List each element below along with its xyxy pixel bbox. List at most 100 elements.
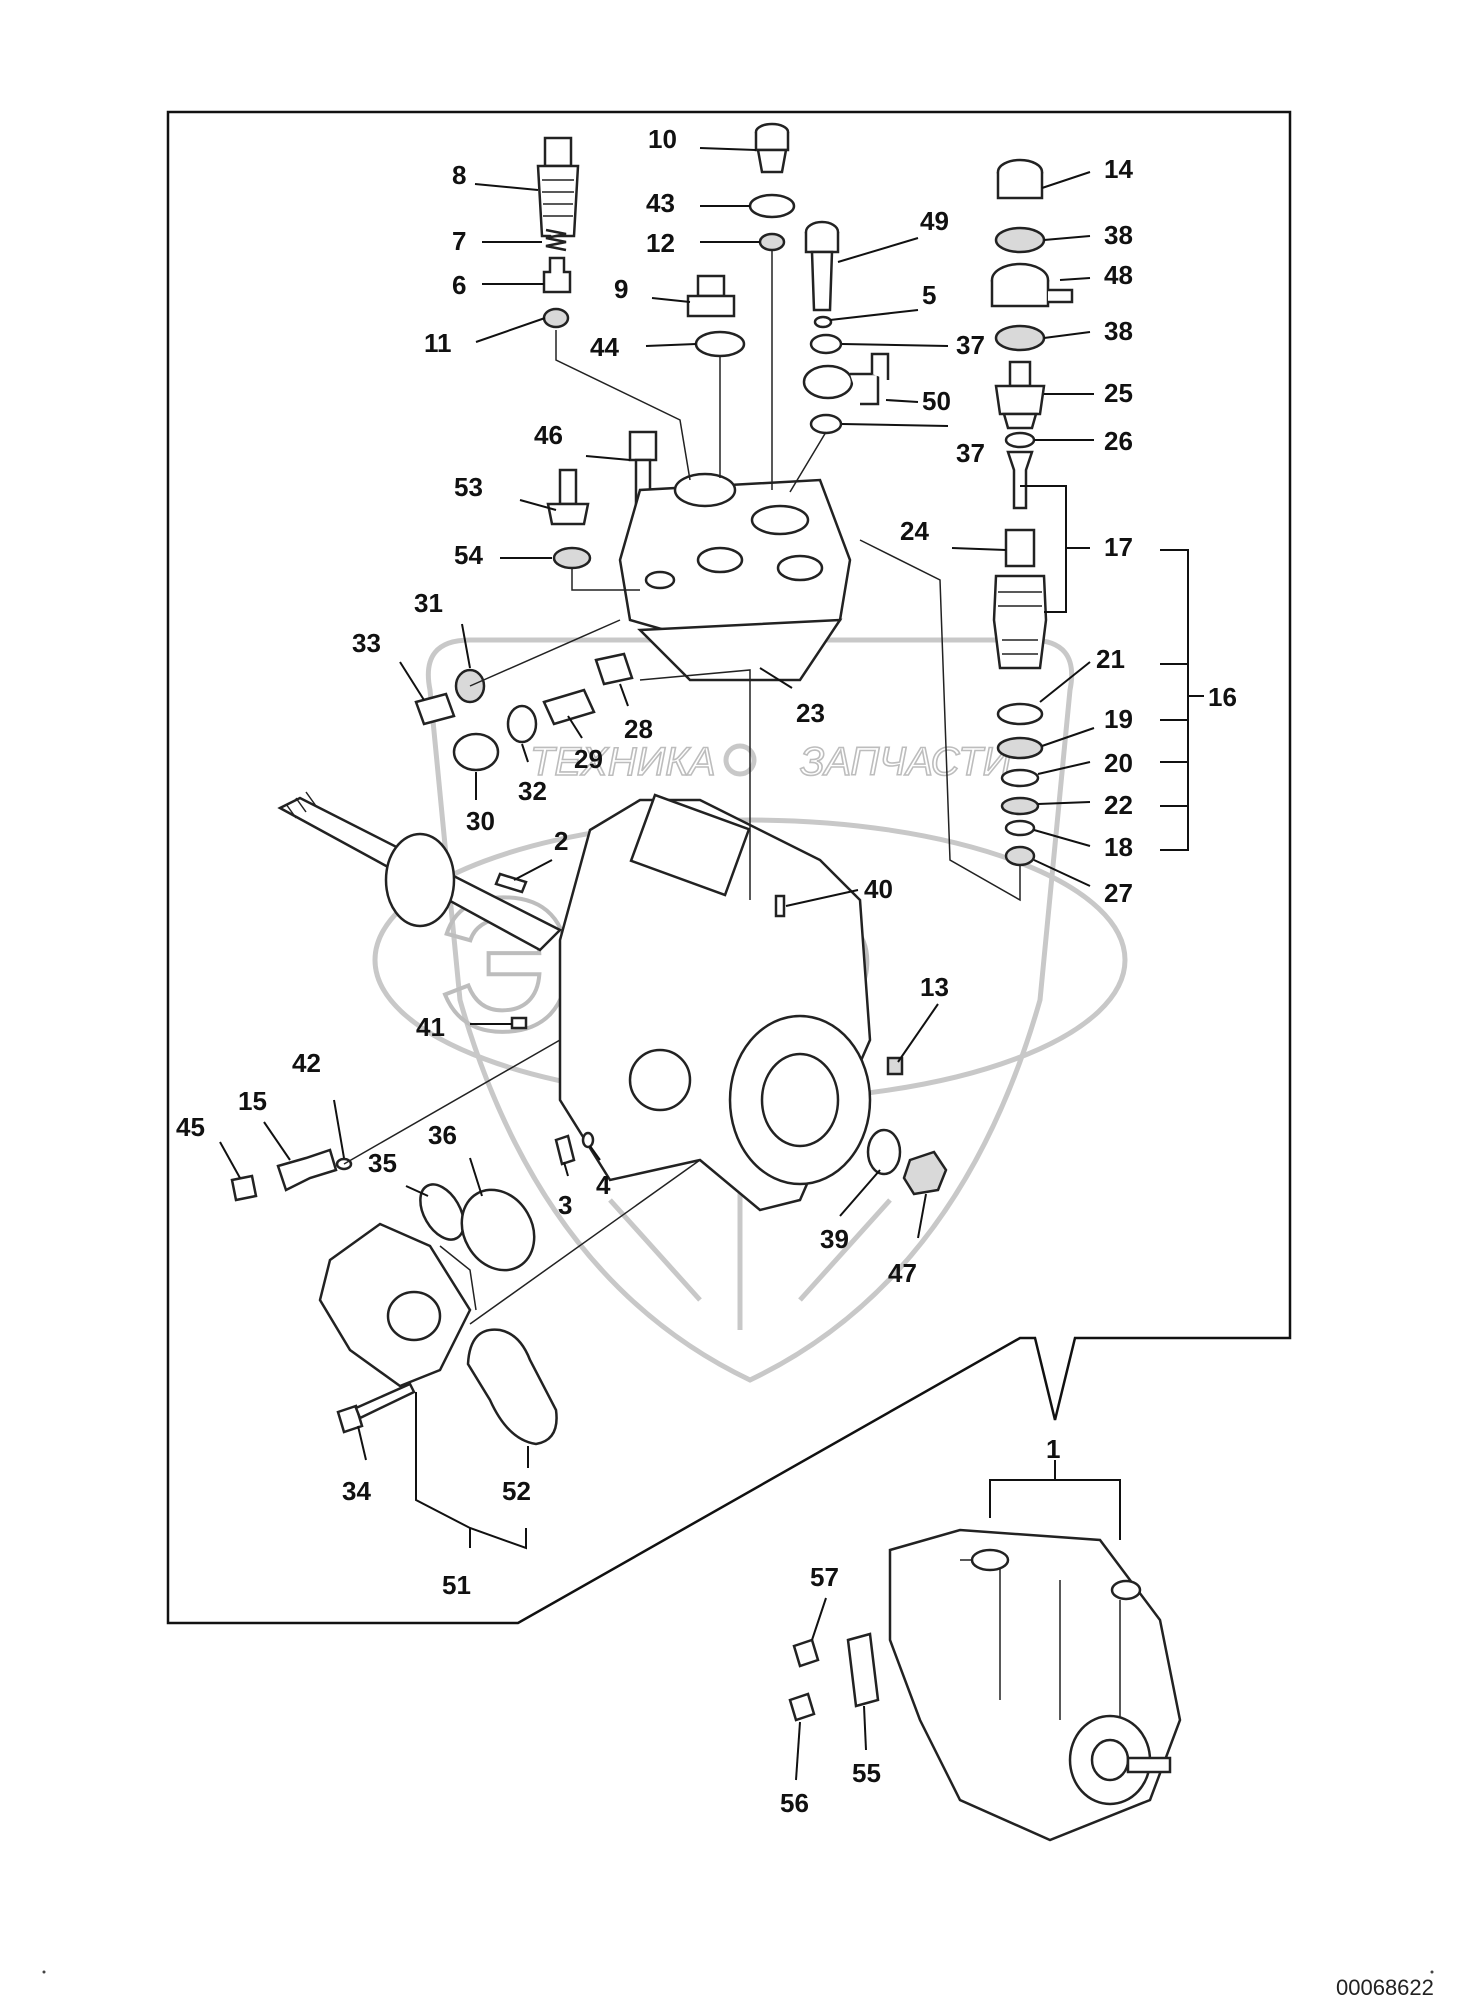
part-38-washer-upper <box>994 226 1046 254</box>
callout-21: 21 <box>1096 644 1125 674</box>
part-17-valve <box>1006 450 1034 510</box>
part-34-bolt <box>336 1382 416 1434</box>
callout-34: 34 <box>342 1476 371 1506</box>
callout-41: 41 <box>416 1012 445 1042</box>
part-14-cap <box>996 158 1044 200</box>
part-43-o-ring <box>748 193 796 219</box>
callout-26: 26 <box>1104 426 1133 456</box>
callout-33: 33 <box>352 628 381 658</box>
callout-30: 30 <box>466 806 495 836</box>
part-30-cap <box>452 732 500 772</box>
watermark-text-left: ТЕХНИКА <box>530 740 716 784</box>
part-28-sleeve <box>594 652 634 686</box>
callout-36: 36 <box>428 1120 457 1150</box>
watermark-wheat-icon <box>608 1180 892 1330</box>
callout-45: 45 <box>176 1112 205 1142</box>
part-4-ring <box>581 1131 595 1149</box>
upper-cover-housing <box>618 472 852 642</box>
part-3-screw <box>554 1134 576 1166</box>
callout-55: 55 <box>852 1758 881 1788</box>
part-55-bracket <box>846 1632 880 1708</box>
part-23-gasket <box>637 618 843 682</box>
part-44-o-ring <box>694 330 746 358</box>
callout-6: 6 <box>452 270 466 300</box>
part-53-inlet-fitting <box>546 468 590 526</box>
assembled-pump <box>888 1528 1182 1842</box>
callout-3: 3 <box>558 1190 572 1220</box>
callout-56: 56 <box>780 1788 809 1818</box>
part-35-gasket <box>419 1183 465 1241</box>
callout-40: 40 <box>864 874 893 904</box>
part-6-valve <box>542 256 572 294</box>
callout-28: 28 <box>624 714 653 744</box>
corner-mark-left <box>42 1970 46 1974</box>
exploded-view-frame <box>166 110 1292 1625</box>
callout-15: 15 <box>238 1086 267 1116</box>
callout-19: 19 <box>1104 704 1133 734</box>
callout-13: 13 <box>920 972 949 1002</box>
callout-18: 18 <box>1104 832 1133 862</box>
callout-46: 46 <box>534 420 563 450</box>
part-37-washer-upper <box>809 333 843 355</box>
callout-42: 42 <box>292 1048 321 1078</box>
callout-27: 27 <box>1104 878 1133 908</box>
part-16-barrel <box>992 574 1048 670</box>
part-26-ring <box>1004 431 1036 449</box>
part-25-valve-holder <box>994 360 1046 430</box>
part-7-spring <box>545 228 567 252</box>
callout-10: 10 <box>648 124 677 154</box>
part-36-gasket <box>460 1188 536 1272</box>
callout-44: 44 <box>590 332 619 362</box>
part-32-washer <box>506 704 538 744</box>
callout-31: 31 <box>414 588 443 618</box>
part-48-banjo <box>990 262 1074 308</box>
callout-37-lower: 37 <box>956 438 985 468</box>
part-8-fitting <box>536 136 580 238</box>
callout-16: 16 <box>1208 682 1237 712</box>
callout-32: 32 <box>518 776 547 806</box>
part-52-gasket <box>466 1328 558 1446</box>
camshaft <box>277 791 563 952</box>
callout-25: 25 <box>1104 378 1133 408</box>
part-18-ring <box>1004 819 1036 837</box>
part-57-bolt <box>792 1638 820 1668</box>
part-56-bolt <box>788 1692 816 1722</box>
part-29-spring <box>542 688 596 726</box>
callout-5: 5 <box>922 280 936 310</box>
part-9-plug <box>686 274 736 318</box>
watermark-text-right: ЗАПЧАСТИ <box>800 740 1012 784</box>
governor-housing <box>318 1222 477 1388</box>
pump-body <box>558 793 872 1212</box>
part-11-washer <box>542 307 570 329</box>
part-33-plug <box>414 692 456 726</box>
part-5-ring <box>813 315 833 329</box>
callout-11: 11 <box>424 328 452 358</box>
part-19-ring <box>996 736 1044 760</box>
part-12-washer <box>758 232 786 252</box>
callout-35: 35 <box>368 1148 397 1178</box>
callout-24: 24 <box>900 516 929 546</box>
part-shapes <box>230 122 1182 1842</box>
callout-47: 47 <box>888 1258 917 1288</box>
callout-1: 1 <box>1046 1434 1060 1464</box>
drawing-number: 00068622 <box>1336 1975 1434 2000</box>
callout-38-upper: 38 <box>1104 220 1133 250</box>
callout-38-lower: 38 <box>1104 316 1133 346</box>
explode-lines <box>343 250 1021 1325</box>
callout-labels: 1 2 3 4 5 6 7 8 9 10 11 12 13 14 15 16 1… <box>176 124 1237 1818</box>
corner-mark-right <box>1430 1970 1434 1974</box>
callout-57: 57 <box>810 1562 839 1592</box>
part-20-ring <box>1000 768 1040 788</box>
part-38-washer-lower <box>994 324 1046 352</box>
callout-48: 48 <box>1104 260 1133 290</box>
callout-37-upper: 37 <box>956 330 985 360</box>
part-40-pin <box>774 894 786 918</box>
callout-12: 12 <box>646 228 675 258</box>
part-41-pin <box>510 1016 528 1030</box>
part-50-banjo-fitting <box>802 352 890 406</box>
part-37-washer-lower <box>809 413 843 435</box>
part-49-banjo-bolt <box>804 220 840 312</box>
part-10-plug <box>754 122 790 174</box>
part-54-washer <box>552 546 592 570</box>
callout-43: 43 <box>646 188 675 218</box>
